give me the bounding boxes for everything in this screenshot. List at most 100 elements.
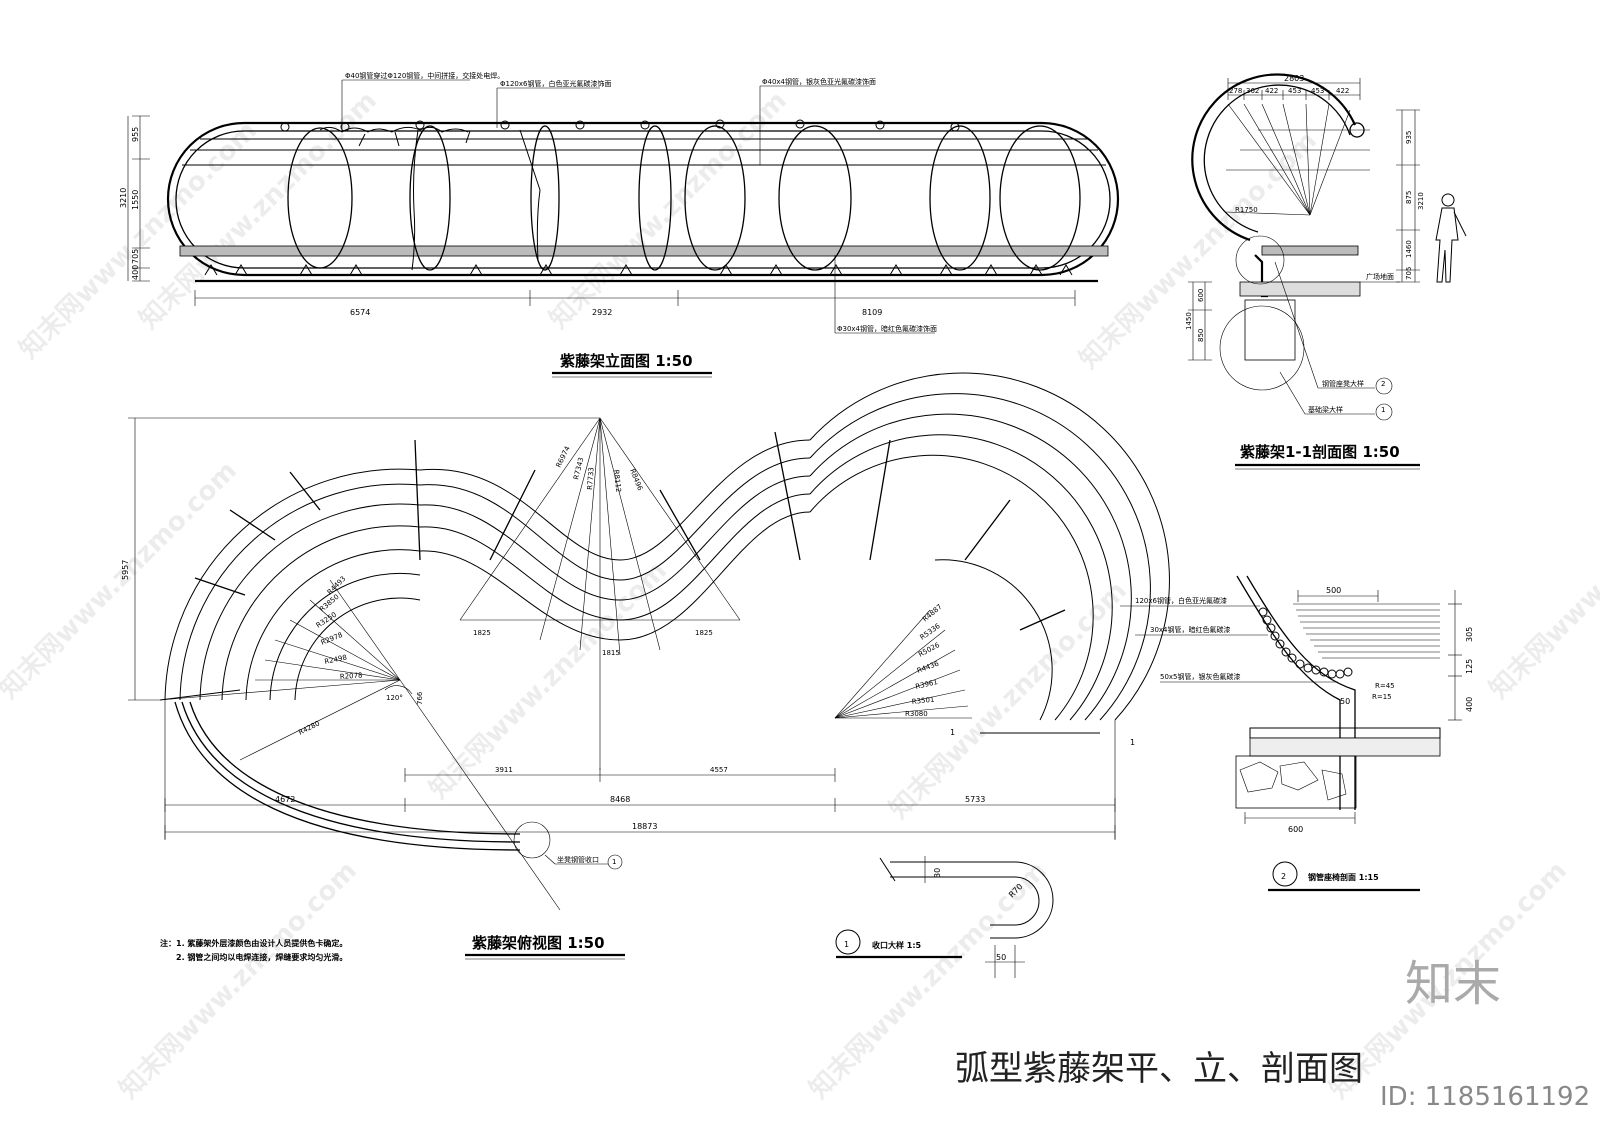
sec-ground-label: 广场地面 (1366, 272, 1394, 281)
sec-dim-top: 362 (1246, 87, 1259, 95)
note-line: 注：1. 紫藤架外层漆颜色由设计人员提供色卡确定。 (160, 938, 347, 948)
sec-dim-top: 453 (1311, 87, 1324, 95)
elev-note: Φ40钢管穿过Φ120钢管，中间拼接，交接处电焊。 (345, 71, 504, 80)
detail1-dim: 50 (996, 953, 1006, 962)
elev-dim-left: 1550 (131, 190, 140, 210)
plan-radius: R8496 (628, 468, 644, 493)
sec-dim-top: 422 (1336, 87, 1349, 95)
sec-callout: 基础梁大样 (1308, 405, 1343, 414)
plan-radius: R3961 (915, 678, 939, 691)
sec-dim-right: 935 (1405, 131, 1413, 144)
plan-angle: 120° (386, 694, 403, 702)
elev-note: Φ40x4钢管，银灰色亚光氟碳漆饰面 (762, 77, 876, 86)
plan-radius: R2078 (340, 671, 363, 681)
plan-radius: R6974 (555, 444, 572, 468)
plan-arc-dim: 1825 (695, 629, 713, 637)
sec-dim-right: 3210 (1417, 192, 1425, 210)
detail2-dim: 125 (1465, 659, 1474, 674)
elev-dim-left: 705 (131, 249, 140, 264)
detail1-title: 收口大样 1:5 (872, 940, 922, 950)
plan-callout-num: 1 (612, 858, 616, 866)
sec-dim-left: 1450 (1185, 312, 1193, 330)
plan-radius: R2978 (320, 631, 344, 647)
elev-dim-left: 3210 (119, 188, 128, 208)
detail1-num: 1 (844, 940, 849, 949)
sec-dim-left: 850 (1197, 329, 1205, 342)
elev-note: Φ120x6钢管，白色亚光氟碳漆饰面 (500, 79, 611, 88)
watermark-id: ID: 1185161192 (1380, 1082, 1590, 1112)
detail-2-drawing: 500 305 125 400 600 50 R=45 R=15 120x6钢管… (1120, 575, 1474, 892)
elevation-title: 紫藤架立面图 1:50 (560, 352, 693, 370)
plan-dim-row1: 4557 (710, 766, 728, 774)
detail2-dim: 400 (1465, 697, 1474, 712)
plan-radius: R4887 (921, 603, 944, 624)
plan-radius: R5026 (917, 641, 941, 659)
elevation-drawing: 955 1550 3210 705 400 6574 2932 8109 Φ40… (119, 71, 1120, 378)
general-notes: 注：1. 紫藤架外层漆颜色由设计人员提供色卡确定。 2. 钢管之间均以电焊连接，… (160, 938, 347, 962)
detail2-title: 钢管座椅剖面 1:15 (1308, 872, 1379, 882)
detail2-dim: 50 (1340, 697, 1350, 706)
watermark-site: 知末网www.znzmo.com (114, 856, 363, 1105)
plan-arc-dim: 1815 (602, 649, 620, 657)
plan-radius: R7733 (586, 467, 596, 490)
sec-callout-num: 1 (1381, 406, 1385, 414)
detail2-radius: R=45 (1375, 682, 1395, 690)
detail1-dim: 30 (933, 868, 942, 878)
plan-radius: R8112 (612, 469, 622, 492)
brand-logo: 知末 (1405, 956, 1501, 1012)
sec-dim-top: 422 (1265, 87, 1278, 95)
plan-radius: R2498 (324, 653, 348, 666)
plan-section-mark: 1 (1130, 738, 1135, 747)
sec-callout: 钢管座凳大样 (1322, 379, 1364, 388)
plan-radius: R3080 (905, 710, 928, 718)
plan-section-mark: 1 (950, 728, 955, 737)
elev-dim-left: 400 (131, 265, 140, 280)
elev-dim-bottom: 2932 (592, 308, 612, 317)
detail2-label: 30x4钢管，暗红色氟碳漆 (1150, 625, 1231, 634)
sec-dim-right: 1460 (1405, 240, 1413, 258)
note-line: 2. 钢管之间均以电焊连接，焊缝要求均匀光滑。 (176, 952, 347, 962)
plan-radius-long: R4280 (297, 719, 321, 736)
plan-arc-dim: 1825 (473, 629, 491, 637)
plan-dim-766: 766 (416, 691, 424, 705)
plan-drawing: R4493 R3850 R3250 R2978 R2498 R2078 R428… (121, 372, 1171, 960)
sec-callout-num: 2 (1381, 380, 1385, 388)
sec-dim-right: 875 (1405, 191, 1413, 204)
detail2-label: 120x6钢管，白色亚光氟碳漆 (1135, 596, 1227, 605)
plan-dim-row2: 8468 (610, 795, 630, 804)
sec-dim-right: 705 (1405, 267, 1413, 280)
elev-dim-bottom: 6574 (350, 308, 370, 317)
detail2-dim: 600 (1288, 825, 1303, 834)
sec-dim-top: 278 (1229, 87, 1242, 95)
human-figure-icon (1435, 193, 1467, 283)
plan-radius: R7343 (572, 457, 585, 481)
sec-dim-left: 600 (1197, 289, 1205, 302)
plan-title: 紫藤架俯视图 1:50 (472, 934, 605, 952)
elev-note: Φ30x4钢管，暗红色氟碳漆饰面 (837, 324, 937, 333)
detail2-radius: R=15 (1372, 693, 1392, 701)
plan-dim-height: 5957 (121, 560, 130, 580)
watermark-site: 知末网www.znzmo.com (1484, 456, 1600, 705)
sec-dim-top: 2803 (1284, 74, 1304, 83)
sec-radius: R1750 (1235, 206, 1258, 214)
plan-dim-total: 18873 (632, 822, 657, 831)
elev-dim-left: 955 (131, 127, 140, 142)
detail2-label: 50x5钢管，银灰色氟碳漆 (1160, 672, 1241, 681)
plan-radius: R5336 (919, 622, 943, 642)
plan-radius: R3250 (315, 611, 338, 630)
detail2-dim: 305 (1465, 627, 1474, 642)
section-drawing: 2803 278 362 422 453 453 422 R1750 (1185, 73, 1467, 470)
elev-dim-bottom: 8109 (862, 308, 882, 317)
plan-dim-row2: 4672 (275, 795, 295, 804)
sec-dim-top: 453 (1288, 87, 1301, 95)
plan-radius: R3850 (318, 593, 341, 614)
plan-dim-row1: 3911 (495, 766, 513, 774)
detail2-num: 2 (1281, 872, 1286, 881)
section-title: 紫藤架1-1剖面图 1:50 (1240, 443, 1400, 461)
detail2-dim: 500 (1326, 586, 1341, 595)
plan-radius: R3501 (911, 696, 934, 706)
plan-callout: 坐凳钢管收口 (557, 855, 599, 864)
sheet-title: 弧型紫藤架平、立、剖面图 (955, 1049, 1363, 1089)
plan-radius: R4436 (916, 659, 941, 674)
